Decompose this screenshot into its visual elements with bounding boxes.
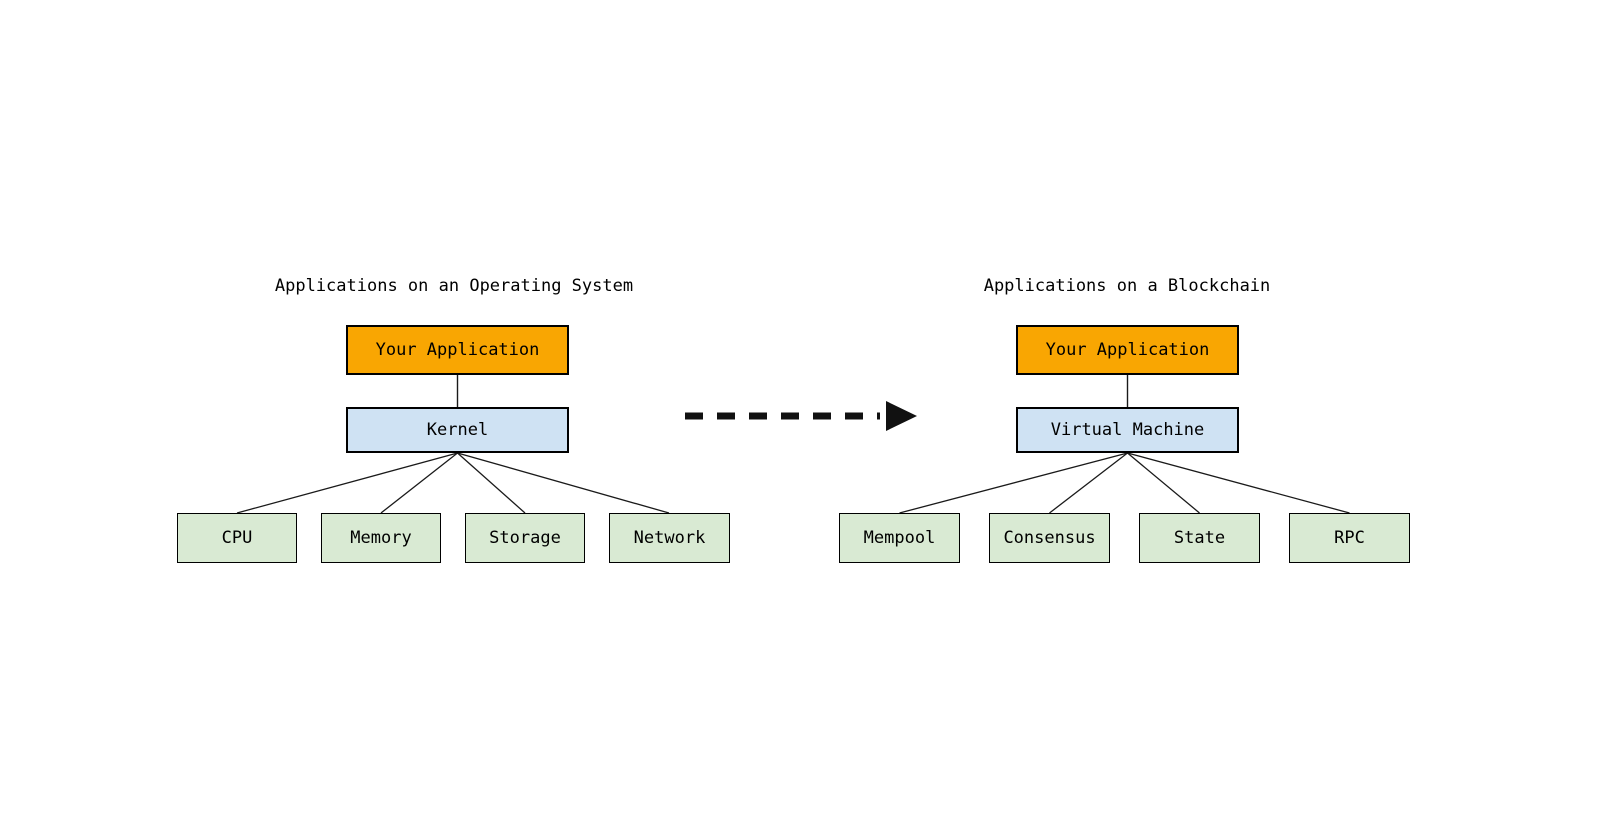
right-fan-line-mempool	[899, 452, 1128, 514]
os-cpu-label: CPU	[221, 528, 253, 548]
os-storage-label: Storage	[489, 528, 561, 548]
blockchain-mempool-label: Mempool	[863, 528, 936, 548]
blockchain-state-label: State	[1173, 528, 1226, 548]
blockchain-diagram-title: Applications on a Blockchain	[983, 276, 1271, 296]
left-fan-line-cpu	[236, 452, 458, 514]
blockchain-virtual-machine-box: Virtual Machine	[1016, 407, 1239, 453]
blockchain-consensus-box: Consensus	[989, 513, 1110, 563]
os-cpu-box: CPU	[177, 513, 297, 563]
os-diagram-title: Applications on an Operating System	[274, 276, 634, 296]
os-your-application-box: Your Application	[346, 325, 569, 375]
blockchain-your-application-box: Your Application	[1016, 325, 1239, 375]
os-memory-label: Memory	[350, 528, 412, 548]
blockchain-state-box: State	[1139, 513, 1260, 563]
left-fan-line-memory	[380, 452, 458, 514]
os-network-label: Network	[633, 528, 706, 548]
right-fan-line-rpc	[1127, 452, 1350, 514]
left-fan-line-network	[457, 452, 670, 514]
blockchain-consensus-label: Consensus	[1003, 528, 1096, 548]
os-storage-box: Storage	[465, 513, 585, 563]
blockchain-rpc-label: RPC	[1334, 528, 1365, 548]
blockchain-virtual-machine-label: Virtual Machine	[1050, 420, 1205, 440]
left-fan-line-storage	[457, 452, 526, 514]
dashed-arrow-icon	[685, 401, 917, 431]
os-kernel-label: Kernel	[426, 420, 489, 440]
blockchain-rpc-box: RPC	[1289, 513, 1410, 563]
os-network-box: Network	[609, 513, 730, 563]
os-memory-box: Memory	[321, 513, 441, 563]
blockchain-your-application-label: Your Application	[1045, 340, 1210, 360]
right-fan-line-consensus	[1049, 452, 1128, 514]
blockchain-mempool-box: Mempool	[839, 513, 960, 563]
os-your-application-label: Your Application	[375, 340, 540, 360]
dashed-arrow-head	[886, 401, 917, 431]
os-kernel-box: Kernel	[346, 407, 569, 453]
right-fan-line-state	[1127, 452, 1200, 514]
